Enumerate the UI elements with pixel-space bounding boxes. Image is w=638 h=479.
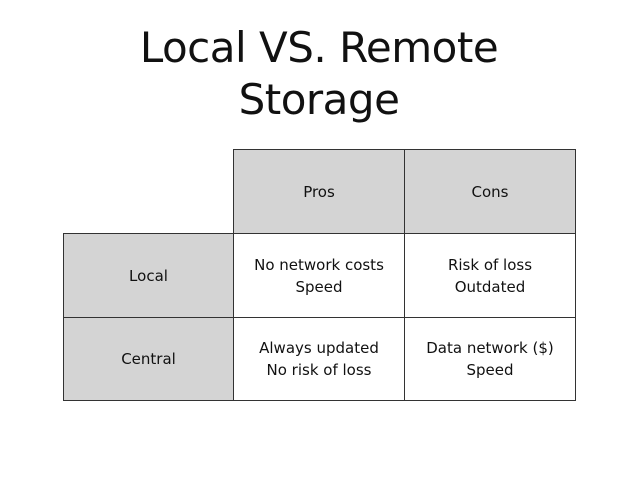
title-line-1: Local VS. Remote [139,23,499,72]
cell-local-pros-line-1: No network costs [254,255,384,274]
cell-local-cons: Risk of loss Outdated [404,233,576,317]
cell-central-pros: Always updated No risk of loss [233,317,404,401]
title-line-2: Storage [238,75,400,124]
column-header-cons-label: Cons [471,182,509,201]
cell-central-pros-line-2: No risk of loss [266,361,372,379]
cell-central-pros-line-1: Always updated [259,339,379,357]
row-header-central-label: Central [121,350,176,368]
column-header-pros: Pros [233,149,404,233]
corner-cell [63,149,233,233]
cell-central-cons: Data network ($) Speed [404,317,576,401]
comparison-table: Pros Cons Local No network costs Speed R… [63,149,576,401]
slide-title: Local VS. Remote Storage [0,22,638,126]
row-header-local-label: Local [129,266,168,285]
cell-local-pros: No network costs Speed [233,233,404,317]
row-header-central: Central [63,317,233,401]
column-header-pros-label: Pros [303,182,335,201]
cell-local-cons-line-1: Risk of loss [447,255,533,274]
cell-central-cons-line-2: Speed [466,361,514,379]
cell-local-cons-line-2: Outdated [454,277,526,296]
cell-central-cons-line-1: Data network ($) [426,339,554,357]
column-header-cons: Cons [404,149,576,233]
cell-local-pros-line-2: Speed [295,277,343,296]
row-header-local: Local [63,233,233,317]
